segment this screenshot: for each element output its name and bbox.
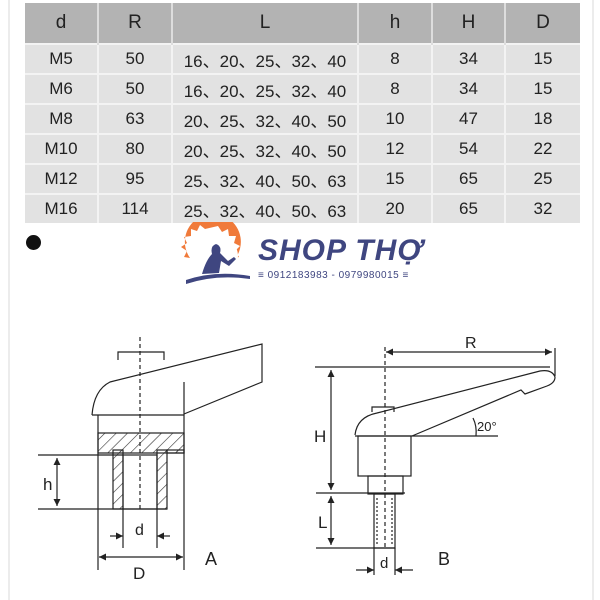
table-cell-R: 114 [98, 193, 173, 223]
table-cell-H: 65 [432, 193, 506, 223]
technical-drawings: h d D A R H 20° [38, 335, 556, 583]
header-D: D [505, 3, 580, 44]
table-cell-R: 50 [98, 43, 173, 74]
label-D: D [133, 564, 145, 583]
label-L: L [318, 513, 327, 532]
brand-name: SHOP THỢ [258, 234, 424, 267]
label-angle: 20° [477, 419, 497, 434]
table-cell-H: 34 [432, 73, 506, 104]
table-cell-L: 20、25、32、40、50 [172, 103, 359, 134]
table-cell-D: 15 [505, 43, 580, 74]
drawing-b [315, 347, 556, 575]
table-cell-L: 16、20、25、32、40 [172, 43, 359, 74]
table-cell-D: 18 [505, 103, 580, 134]
saw-worker-icon [181, 213, 250, 284]
label-R: R [465, 335, 477, 352]
table-cell-h: 15 [358, 163, 433, 194]
table-cell-h: 20 [358, 193, 433, 223]
table-cell-R: 50 [98, 73, 173, 104]
table-cell-H: 54 [432, 133, 506, 164]
table-cell-h: 8 [358, 43, 433, 74]
table-cell-d: M12 [25, 163, 99, 194]
table-cell-H: 65 [432, 163, 506, 194]
table-cell-h: 8 [358, 73, 433, 104]
header-L: L [172, 3, 359, 44]
table-cell-h: 10 [358, 103, 433, 134]
table-cell-D: 25 [505, 163, 580, 194]
table-cell-H: 34 [432, 43, 506, 74]
table-cell-R: 95 [98, 163, 173, 194]
table-cell-L: 25、32、40、50、63 [172, 193, 359, 223]
bullet-dot [26, 235, 41, 250]
table-cell-d: M6 [25, 73, 99, 104]
frame-left [8, 0, 10, 600]
table-cell-L: 16、20、25、32、40 [172, 73, 359, 104]
label-A: A [205, 549, 217, 569]
label-B: B [438, 549, 450, 569]
label-H: H [314, 427, 326, 446]
drawing-a [38, 337, 263, 570]
table-cell-L: 25、32、40、50、63 [172, 163, 359, 194]
label-d-b: d [380, 555, 388, 572]
label-d-a: d [135, 522, 144, 539]
frame-right [592, 0, 594, 600]
table-cell-D: 22 [505, 133, 580, 164]
table-cell-D: 32 [505, 193, 580, 223]
table-cell-d: M16 [25, 193, 99, 223]
header-d: d [25, 3, 99, 44]
shop-logo: SHOP THỢ ≡ 0912183983 - 0979980015 ≡ [178, 213, 438, 288]
table-cell-H: 47 [432, 103, 506, 134]
header-H: H [432, 3, 506, 44]
table-cell-h: 12 [358, 133, 433, 164]
label-h: h [43, 475, 52, 494]
header-h: h [358, 3, 433, 44]
table-cell-L: 20、25、32、40、50 [172, 133, 359, 164]
table-cell-d: M10 [25, 133, 99, 164]
table-cell-d: M8 [25, 103, 99, 134]
table-cell-R: 80 [98, 133, 173, 164]
phone-numbers: ≡ 0912183983 - 0979980015 ≡ [258, 270, 409, 281]
table-cell-d: M5 [25, 43, 99, 74]
table-cell-R: 63 [98, 103, 173, 134]
table-cell-D: 15 [505, 73, 580, 104]
table-header: d R L h H D [25, 3, 580, 44]
header-R: R [98, 3, 173, 44]
